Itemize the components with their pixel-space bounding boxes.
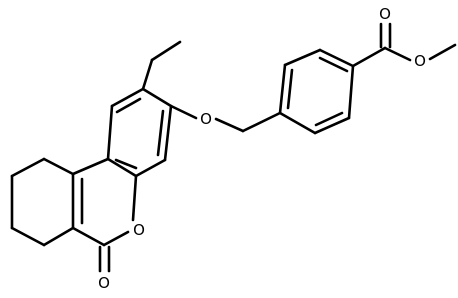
bond-aryl-carbonyl <box>351 46 387 68</box>
bond-d1 <box>278 63 287 115</box>
bond-a1 <box>42 157 75 176</box>
bond-c1 <box>131 174 138 222</box>
bond-c5 <box>102 230 130 247</box>
bond-aryl-o <box>169 104 198 120</box>
atom-label-lactone-ring-o: O <box>133 221 145 239</box>
atom-label-lactone-carbonyl-o: O <box>98 274 110 292</box>
bond-d6 <box>278 111 317 135</box>
bond-b5-inner <box>156 109 165 157</box>
bond-d4 <box>347 64 355 120</box>
bond-d5-inner <box>314 111 344 127</box>
bond-b3 <box>106 157 138 178</box>
bond-ch2-aryl <box>241 111 282 133</box>
bond-o-ch2 <box>214 117 245 133</box>
bond-b1 <box>110 87 145 108</box>
bond-d3 <box>318 48 355 68</box>
bond-c-omethyl <box>383 46 412 62</box>
bond-b4 <box>134 158 167 178</box>
bond-d2 <box>283 48 322 67</box>
bond-c4 <box>71 226 106 247</box>
bond-b3-inner <box>114 158 138 170</box>
bond-ethyl-ch2 <box>141 58 154 91</box>
bond-b5 <box>163 104 173 162</box>
bond-d3-inner <box>318 56 349 73</box>
bond-a4 <box>10 226 46 247</box>
bond-d1-inner <box>286 68 294 110</box>
bond-b1-inner <box>115 97 142 114</box>
bond-b6 <box>141 87 173 108</box>
bond-b2 <box>106 104 114 161</box>
atom-label-ester-carbonyl-o: O <box>379 5 391 23</box>
bond-d5 <box>313 116 351 135</box>
bond-a2 <box>10 157 46 178</box>
atom-label-ether-o: O <box>200 110 212 128</box>
bond-a5 <box>42 226 75 247</box>
atom-label-ester-methoxy-o: O <box>414 52 426 70</box>
bond-c2 <box>71 157 110 176</box>
bond-ethyl-ch3 <box>150 40 182 62</box>
bond-o-ch3 <box>428 43 457 61</box>
